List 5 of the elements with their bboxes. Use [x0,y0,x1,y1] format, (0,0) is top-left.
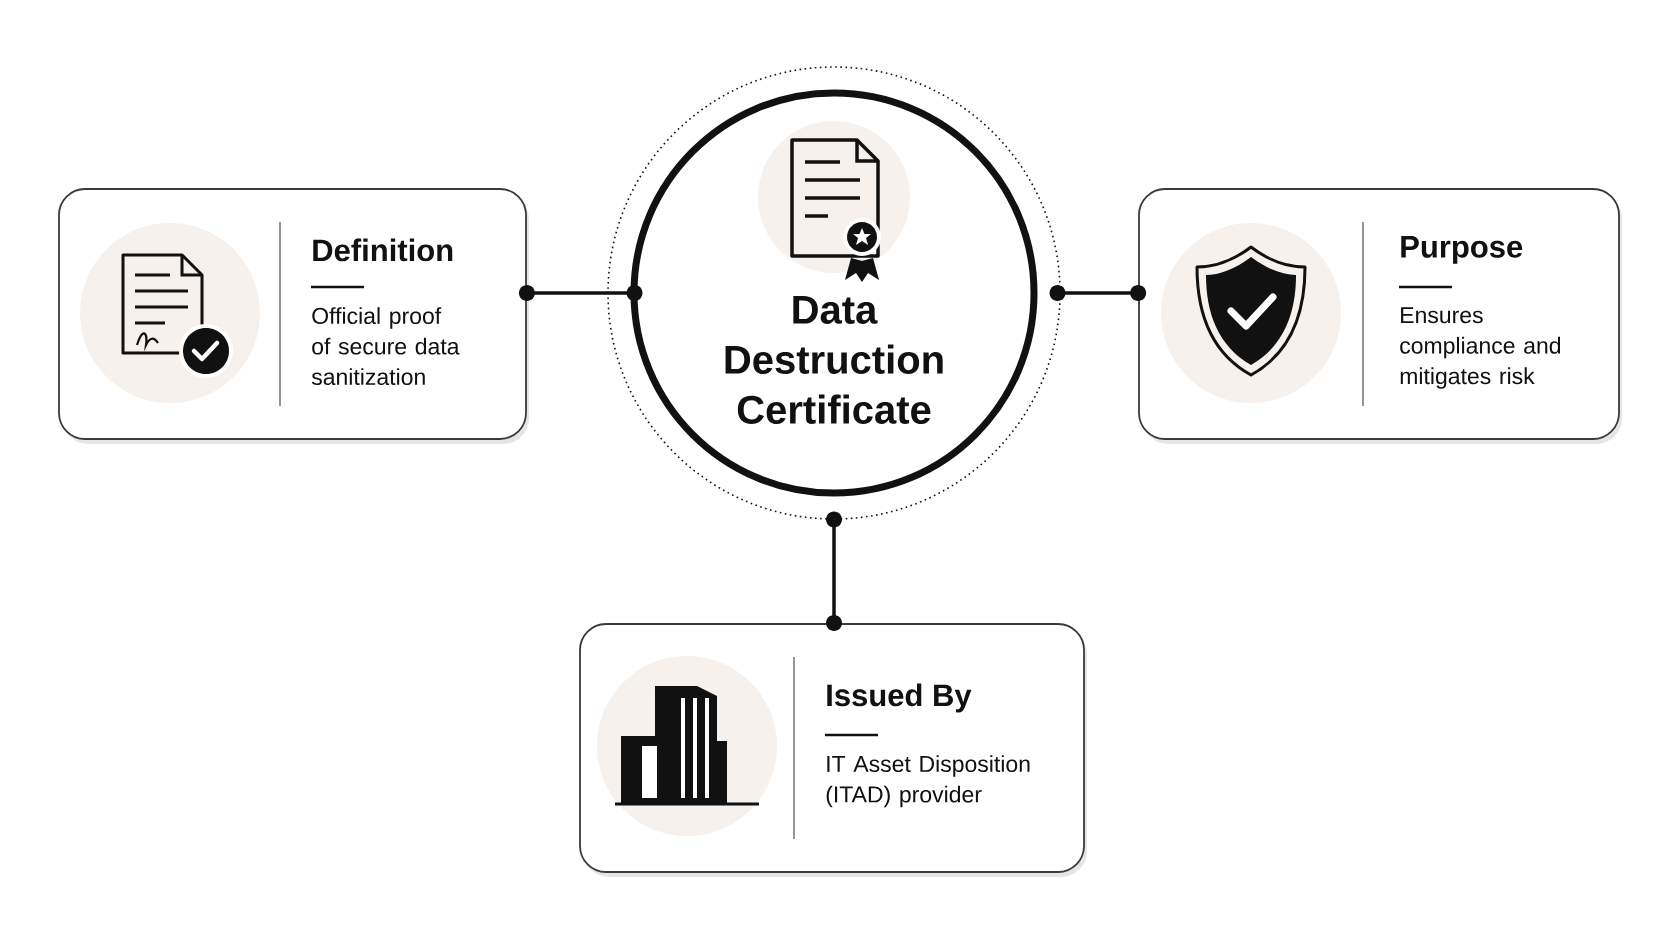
connector [1049,285,1147,301]
certificate-circle [630,89,1038,497]
connector [518,285,643,301]
certificate-title: Data Destruction Certificate [725,296,943,424]
connector [826,511,842,632]
